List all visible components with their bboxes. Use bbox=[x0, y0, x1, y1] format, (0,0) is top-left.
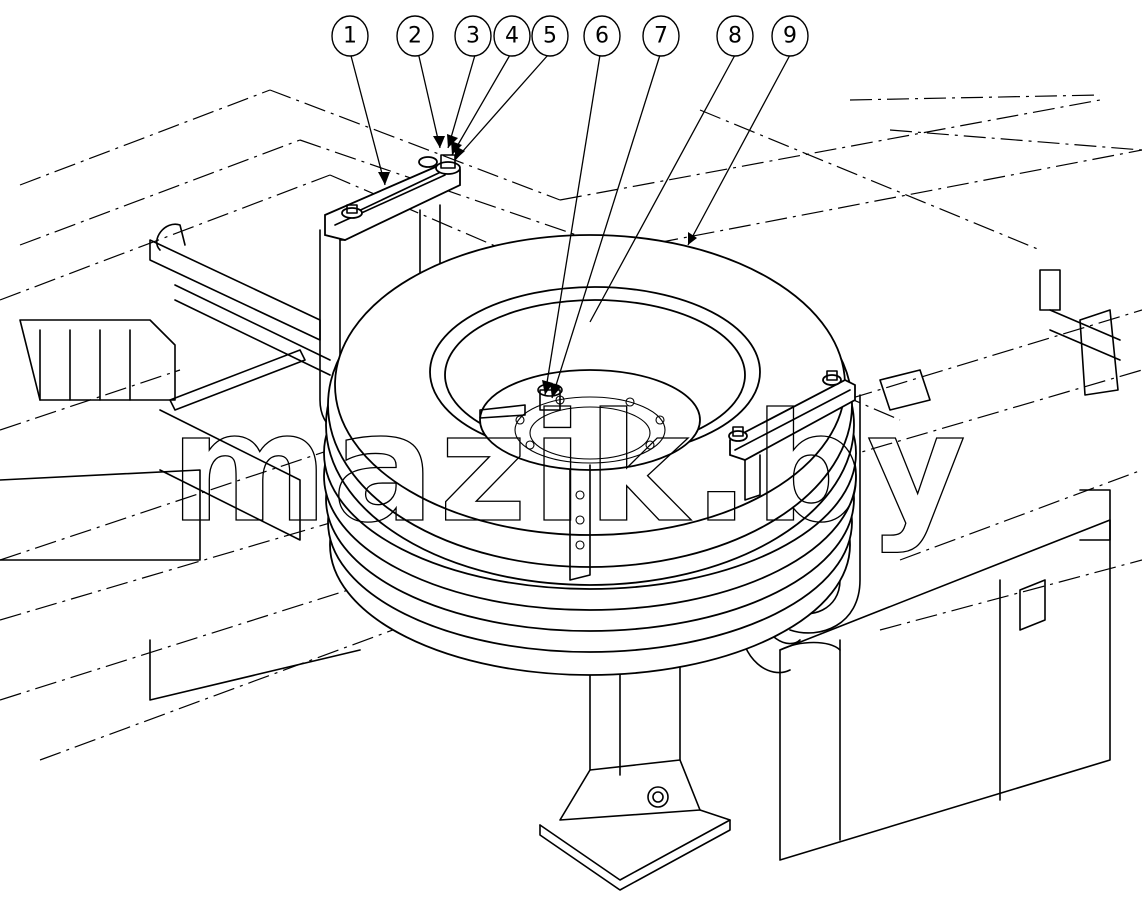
callout-2: 2 bbox=[396, 15, 434, 57]
watermark-text: mazik.by bbox=[170, 382, 970, 556]
callout-5: 5 bbox=[531, 15, 569, 57]
callout-1: 1 bbox=[331, 15, 369, 57]
callout-6-label: 6 bbox=[595, 24, 609, 49]
callout-3-label: 3 bbox=[466, 24, 480, 49]
callout-9-label: 9 bbox=[783, 24, 797, 49]
callout-3: 3 bbox=[454, 15, 492, 57]
leader-lines bbox=[349, 51, 791, 399]
center-bracket bbox=[569, 464, 591, 581]
callout-4: 4 bbox=[493, 15, 531, 57]
right-bracket bbox=[779, 489, 1111, 861]
callout-7-label: 7 bbox=[654, 24, 668, 49]
callout-1-label: 1 bbox=[343, 24, 357, 49]
top-clamp-bar bbox=[324, 154, 461, 241]
spare-tire bbox=[323, 234, 857, 676]
callout-7: 7 bbox=[642, 15, 680, 57]
right-clamp-bar bbox=[728, 370, 856, 501]
callout-balloons: 1 2 3 4 5 6 7 8 bbox=[331, 15, 809, 57]
callout-4-label: 4 bbox=[505, 24, 519, 49]
callout-2-label: 2 bbox=[408, 24, 422, 49]
callout-9: 9 bbox=[771, 15, 809, 57]
callout-8-label: 8 bbox=[728, 24, 742, 49]
callout-5-label: 5 bbox=[543, 24, 557, 49]
callout-6: 6 bbox=[583, 15, 621, 57]
callout-8: 8 bbox=[716, 15, 754, 57]
leader-arrowheads bbox=[378, 134, 697, 398]
